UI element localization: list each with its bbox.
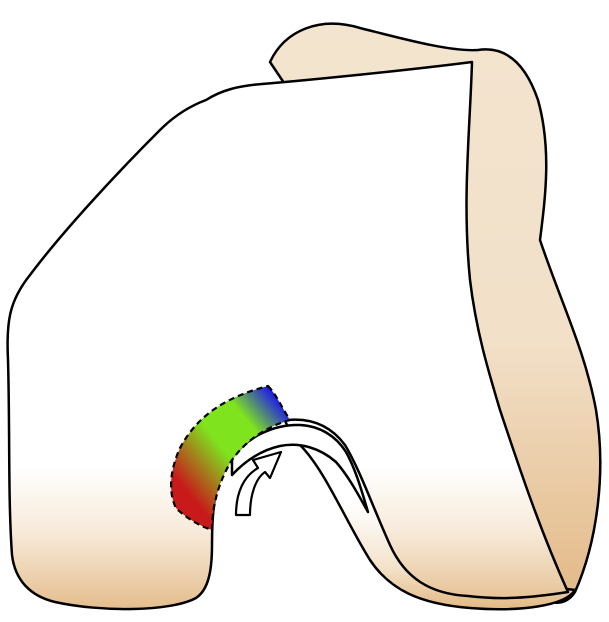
- bone-diagram: [0, 0, 609, 622]
